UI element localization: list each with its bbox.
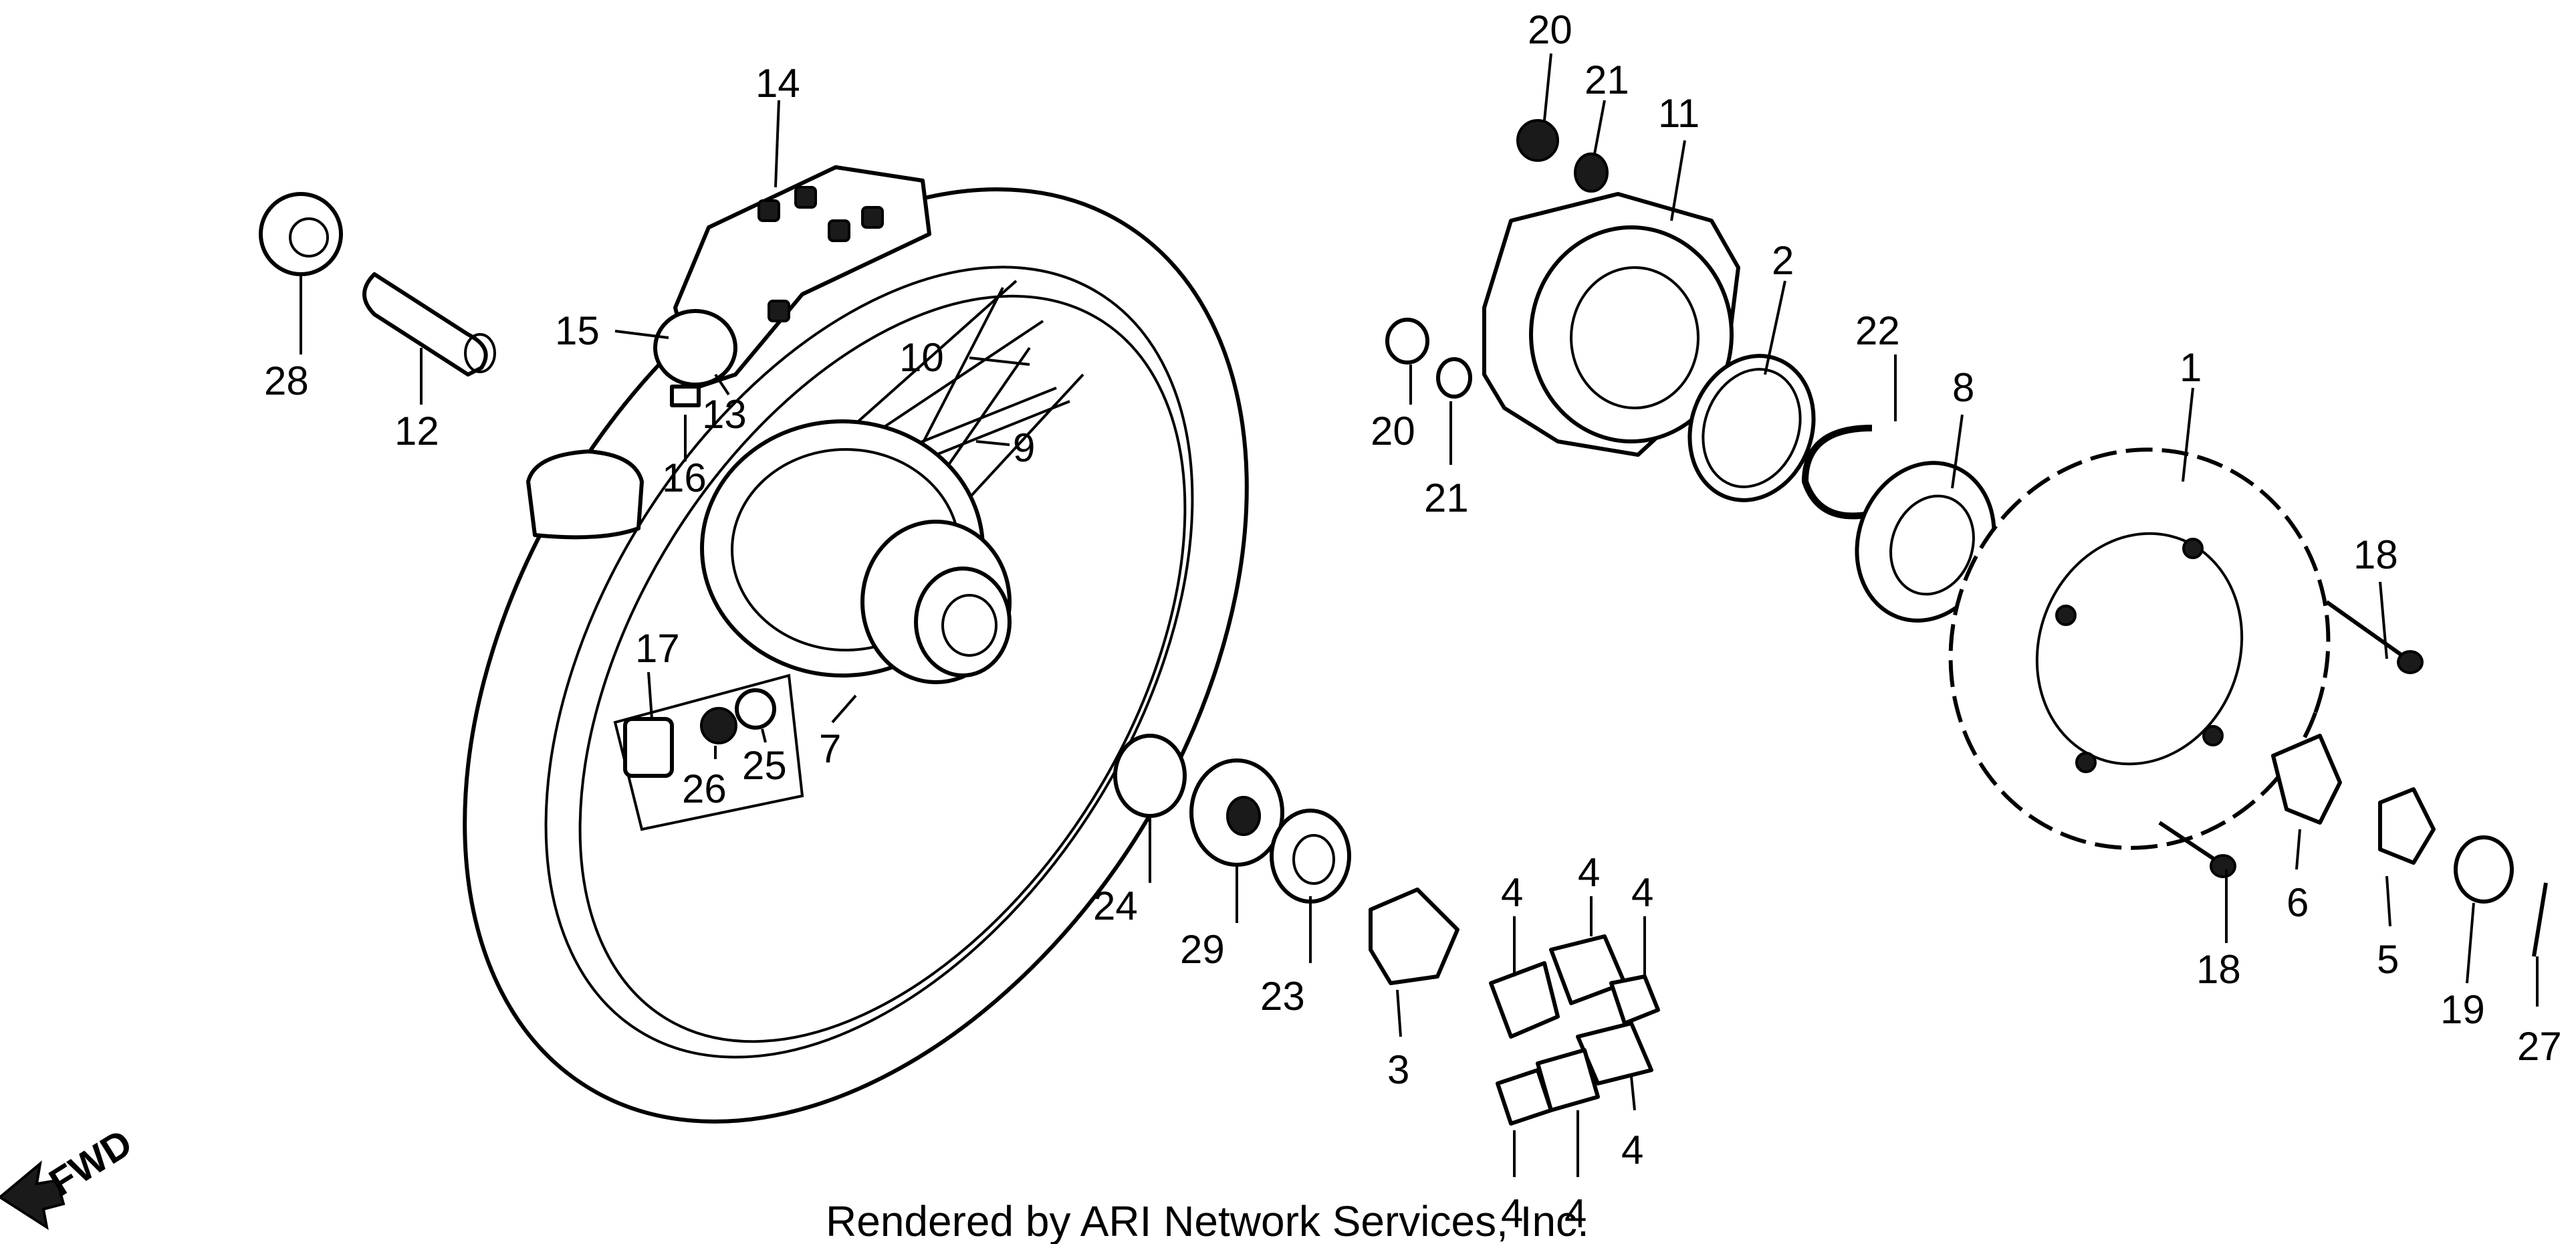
flange-nut-20-top: [1516, 119, 1559, 162]
callout-22: 22: [1855, 308, 1900, 353]
callout-16: 16: [662, 455, 707, 500]
cotter-pin-27: [2532, 882, 2548, 957]
damper-rubber-4-c: [1609, 974, 1660, 1025]
callout-24: 24: [1093, 884, 1138, 928]
washer-21-left: [1436, 357, 1472, 399]
brake-panel-left: [653, 165, 931, 407]
callout-21b: 21: [1424, 476, 1469, 520]
callout-28: 28: [264, 358, 309, 403]
callout-23: 23: [1260, 974, 1305, 1019]
callout-1: 1: [2180, 345, 2202, 390]
o-ring-24: [1113, 734, 1187, 818]
callout-21a: 21: [1585, 58, 1629, 102]
sprocket-bolt-18-upper: [2325, 600, 2424, 674]
callout-9: 9: [1013, 425, 1035, 470]
callout-14: 14: [755, 61, 800, 106]
callout-18b: 18: [2196, 947, 2241, 992]
callout-4f: 4: [1564, 1191, 1587, 1236]
circlip-22: [1801, 425, 1873, 520]
callout-7: 7: [819, 726, 841, 771]
callout-8: 8: [1952, 365, 1974, 410]
callout-4c: 4: [1631, 870, 1653, 915]
credit-text: Rendered by ARI Network Services, Inc.: [826, 1197, 1589, 1244]
callout-4b: 4: [1578, 850, 1600, 895]
bearing-28: [259, 192, 343, 276]
o-ring-2: [1687, 354, 1816, 502]
dust-seal-23: [1270, 809, 1351, 904]
leader-lines: [300, 53, 2539, 1177]
callout-20a: 20: [1528, 7, 1572, 52]
forward-direction-indicator: FWD: [0, 1121, 140, 1231]
sprocket-bolt-18-lower: [2158, 821, 2236, 878]
wheel-hub: [700, 419, 1012, 684]
callout-27: 27: [2517, 1024, 2562, 1069]
callout-2: 2: [1772, 238, 1794, 283]
fwd-label: FWD: [41, 1121, 139, 1205]
callout-18a: 18: [2353, 532, 2398, 577]
distance-collar-12: [362, 272, 496, 377]
callout-4e: 4: [1501, 1191, 1523, 1236]
callout-4a: 4: [1501, 870, 1523, 915]
callout-15: 15: [555, 308, 600, 353]
callout-20b: 20: [1371, 409, 1415, 453]
side-collar-6: [2271, 734, 2342, 825]
callout-4d: 4: [1621, 1128, 1643, 1172]
callout-10: 10: [899, 335, 944, 380]
callout-5: 5: [2377, 937, 2399, 982]
callout-3: 3: [1387, 1047, 1409, 1092]
tube-valve-cap: [526, 449, 644, 540]
washer-21-top: [1574, 152, 1609, 193]
callout-11: 11: [1658, 91, 1700, 136]
callout-19: 19: [2440, 987, 2485, 1032]
callout-17: 17: [635, 626, 680, 671]
driven-sprocket-1: [1948, 447, 2331, 850]
damper-holder-3: [1369, 888, 1459, 985]
final-driven-flange: [1482, 192, 1740, 457]
rim-lock-assembly: [613, 673, 804, 831]
forward-arrow-icon: [0, 1160, 66, 1231]
flange-nut-20-left: [1385, 318, 1429, 365]
axle-nut-19: [2454, 835, 2514, 904]
callouts: 1 2 3 4 4 4 4 4 4 5 6 7 8 9 10 11 12 13 …: [264, 7, 2562, 1236]
bearing-29: [1189, 758, 1284, 867]
damper-rubber-4-a: [1489, 961, 1560, 1039]
callout-29: 29: [1180, 927, 1225, 972]
callout-26: 26: [682, 766, 727, 811]
callout-6: 6: [2287, 880, 2309, 925]
damper-rubber-4-f: [1536, 1048, 1600, 1112]
callout-13: 13: [702, 392, 747, 437]
callout-25: 25: [742, 743, 787, 788]
nut-5: [2378, 787, 2436, 865]
callout-12: 12: [394, 409, 439, 453]
